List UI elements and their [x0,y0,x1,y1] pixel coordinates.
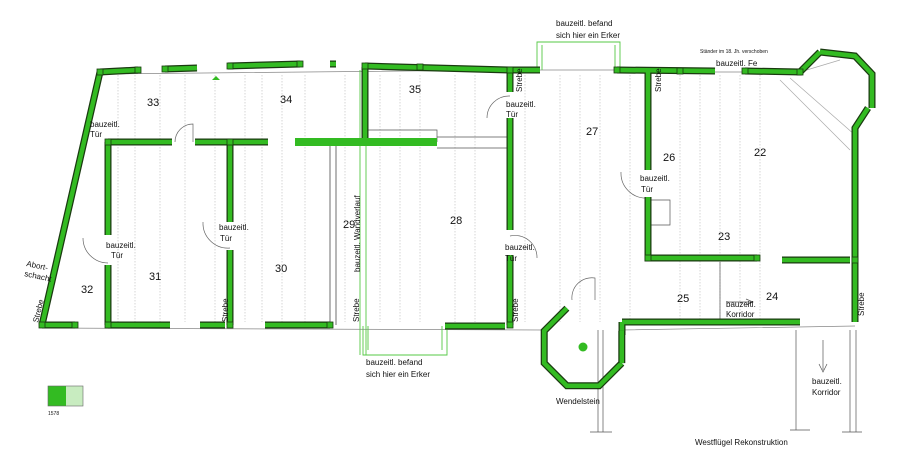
post-marker-icon [676,67,684,75]
post-marker-icon [226,138,234,146]
door-note: Tür [111,251,123,260]
room-label: 31 [149,271,161,283]
door-note: bauzeitl. [219,223,249,232]
door-swings [82,95,649,301]
wall [227,61,301,69]
wall [39,71,103,326]
korridor-note: bauzeitl. [812,377,842,386]
room-label: 35 [409,84,421,96]
korridor-note: bauzeitl. [726,300,756,309]
wall [645,197,757,261]
abort-note: Abort- [26,259,50,272]
korridor-note: Korridor [726,310,755,319]
post-marker-icon [416,63,424,71]
legend-year: 1578 [48,411,59,417]
strebe-note: Strebe [857,292,866,316]
post-marker-icon [134,66,142,74]
stair-center-icon [578,342,588,352]
post-marker-icon [644,254,652,262]
abort-note: schacht [24,269,54,284]
strebe-note: Strebe [221,298,230,322]
wall [852,106,870,322]
post-marker-icon [38,321,46,329]
post-marker-icon [741,67,749,75]
staender-note: Ständer im 18. Jh. verschoben [700,49,768,55]
post-marker-icon [96,68,104,76]
strebe-note: Strebe [511,298,520,322]
post-marker-icon [296,60,304,68]
wendelstein-label: Wendelstein [556,397,600,406]
room-label: 27 [586,126,598,138]
post-marker-icon [226,62,234,70]
room-label: 25 [677,293,689,305]
legend-swatch-dark [48,386,66,406]
thin-lines [41,59,862,433]
post-marker-icon [753,254,761,262]
wall [164,65,198,72]
post-marker-icon [361,62,369,70]
door-note: Tür [641,185,653,194]
wall [99,67,139,75]
door-note: bauzeitl. [90,120,120,129]
strebe-note: Strebe [352,298,361,322]
post-marker-icon [71,321,79,329]
door-note: Tür [506,110,518,119]
legend: 1578 [47,385,84,417]
post-marker-icon [796,68,804,76]
plan-title: Westflügel Rekonstruktion [695,438,788,447]
room-label: 29 [343,219,355,231]
post-marker-icon [104,138,112,146]
strebe-note: Strebe [654,68,663,92]
erker-outlines [359,41,621,356]
wall [819,49,875,108]
door-note: bauzeitl. [505,243,535,252]
room-label: 33 [147,97,159,109]
wall [616,67,716,74]
stair-tower-wall [541,306,624,389]
room-label: 32 [81,284,93,296]
room-label: 30 [275,263,287,275]
post-marker-icon [104,321,112,329]
door-note: Tür [505,254,517,263]
room-label: 24 [766,291,778,303]
post-marker-icon [506,321,514,329]
window-note: bauzeitl. Fe [716,59,758,68]
room-label: 23 [718,231,730,243]
room-label: 22 [754,147,766,159]
door-note: Tür [90,130,102,139]
post-marker-icon [851,256,859,264]
erker-note: bauzeitl. befand [556,19,613,28]
door-note: bauzeitl. [640,174,670,183]
post-marker-icon [613,66,621,74]
erker-note: bauzeitl. befand [366,358,423,367]
wandverlauf-note: bauzeitl. Wandverlauf [353,195,362,272]
room-label: 26 [663,152,675,164]
marker-icon [212,76,220,80]
walls [38,48,876,390]
door-note: bauzeitl. [506,100,536,109]
wall [364,63,511,73]
post-marker-icon [161,65,169,73]
erker-note: sich hier ein Erker [556,31,620,40]
door-note: bauzeitl. [106,241,136,250]
wall-outline [819,48,876,108]
korridor-note: Korridor [812,388,841,397]
room-label: 34 [280,94,292,106]
legend-swatch-light [66,386,83,406]
room-labels: 35 34 33 32 31 30 29 28 27 26 25 24 23 2… [81,84,778,305]
erker-note: sich hier ein Erker [366,370,430,379]
annotations: bauzeitl. befand sich hier ein Erker bau… [24,19,866,447]
door-note: Tür [220,234,232,243]
wall-outline [644,197,757,262]
post-marker-icon [226,321,234,329]
timber-grid-lines [117,75,761,322]
post-marker-icon [506,66,514,74]
post-marker-icon [326,321,334,329]
room-label: 28 [450,215,462,227]
strebe-note: Strebe [515,68,524,92]
